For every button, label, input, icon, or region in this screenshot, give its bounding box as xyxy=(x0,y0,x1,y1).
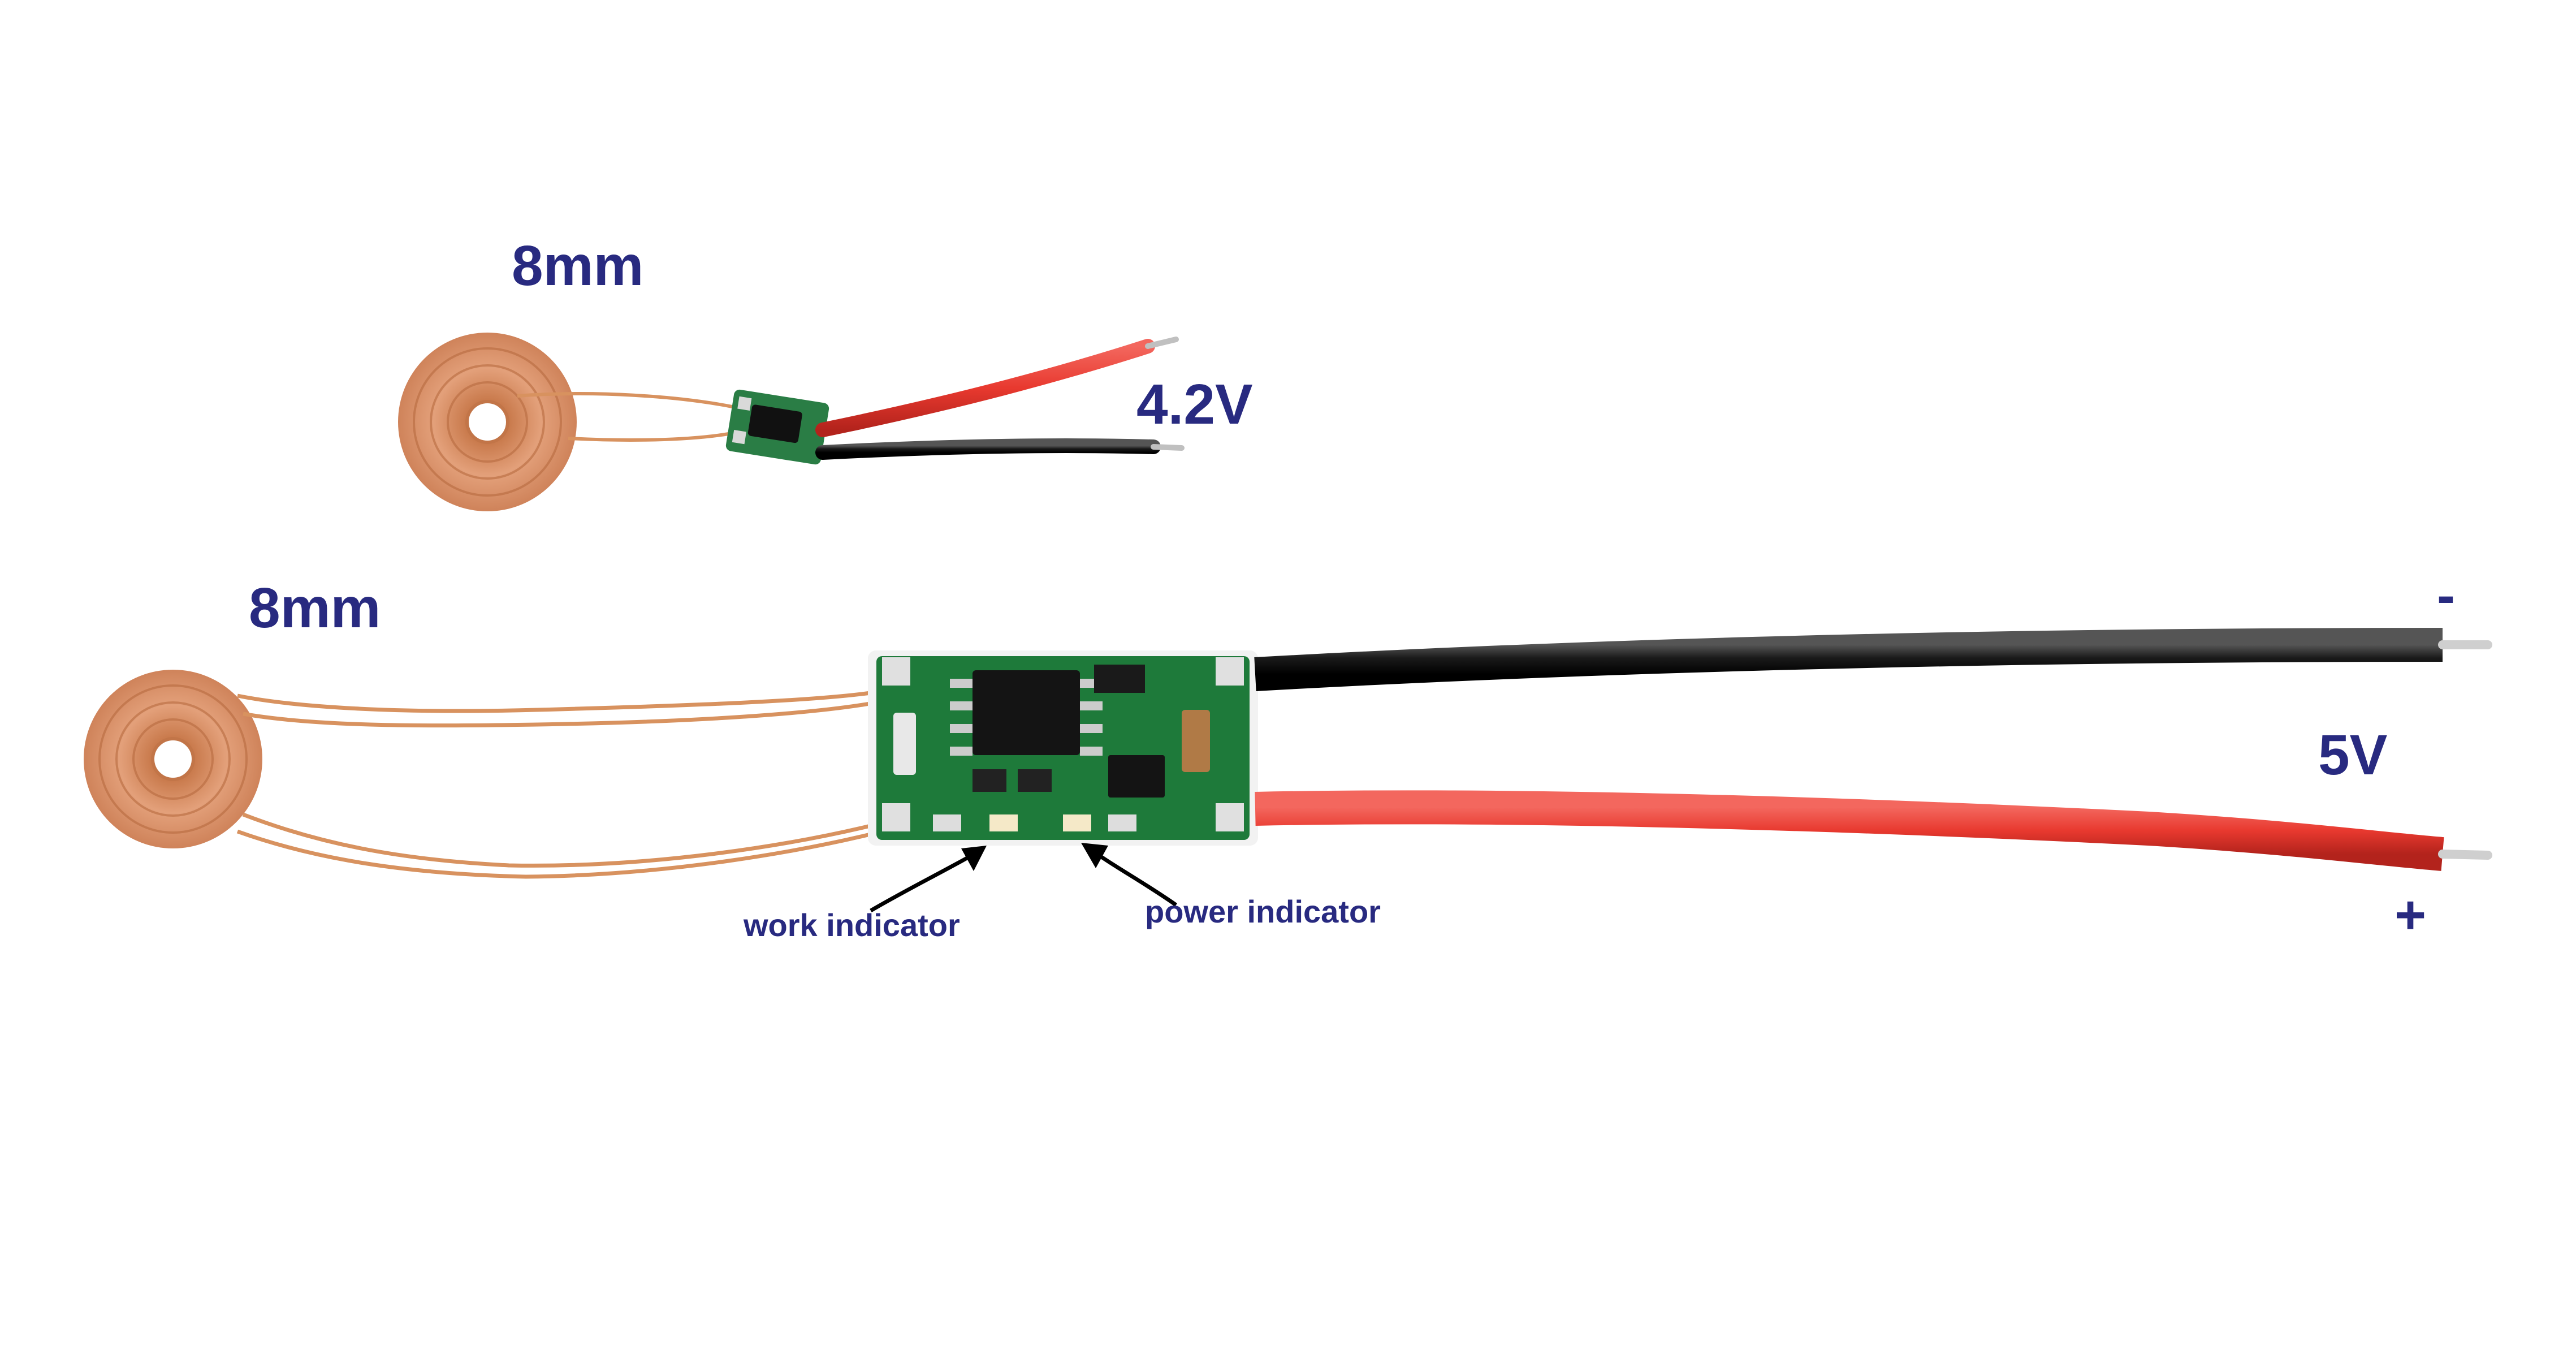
small-pcb xyxy=(725,389,829,465)
bottom-size-label: 8mm xyxy=(249,576,381,640)
large-coil-leads xyxy=(236,689,883,879)
small-coil xyxy=(398,333,577,511)
work-indicator-label: work indicator xyxy=(744,907,960,943)
negative-terminal-label: - xyxy=(2437,565,2455,626)
small-receiver-module xyxy=(398,333,1185,511)
large-receiver-module xyxy=(84,628,2492,879)
small-red-wire xyxy=(815,337,1179,437)
large-coil xyxy=(84,670,262,848)
power-indicator-label: power indicator xyxy=(1145,894,1381,929)
work-indicator-arrow xyxy=(870,846,987,913)
black-wire xyxy=(1254,628,2492,691)
top-size-label: 8mm xyxy=(512,234,644,298)
power-indicator-arrow xyxy=(1081,843,1178,907)
small-black-wire xyxy=(815,438,1185,460)
large-pcb xyxy=(868,650,1258,846)
small-coil-leads xyxy=(517,392,736,442)
red-wire xyxy=(1255,790,2492,871)
bottom-voltage-label: 5V xyxy=(2318,723,2388,787)
positive-terminal-label: + xyxy=(2395,885,2427,945)
top-voltage-label: 4.2V xyxy=(1136,373,1253,436)
